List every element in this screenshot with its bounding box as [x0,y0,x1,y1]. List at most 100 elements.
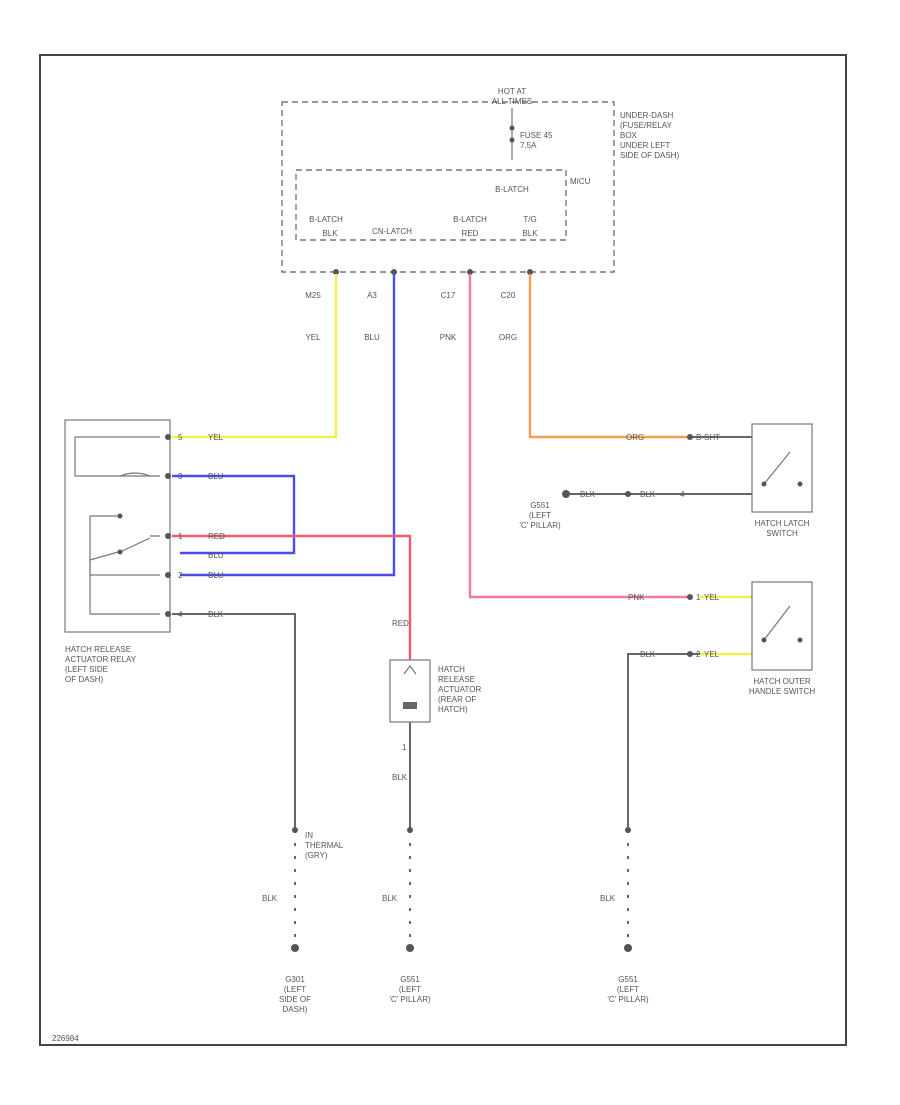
latch-pin-2: 4 [680,490,685,499]
latch-label-1: HATCH LATCH [755,519,810,528]
latch-wire-org: ORG [626,433,644,442]
ground-1-wire: BLK [262,894,278,903]
thermal-label-2: THERMAL [305,841,344,850]
wire-outer-ground [627,653,700,830]
hot-at-text: HOT AT [498,87,526,96]
relay-wire-blk: BLK [208,610,224,619]
relay-common-path [89,551,160,615]
location-line-5: SIDE OF DASH) [620,151,679,160]
ground-3-line-1: (LEFT [617,985,639,994]
location-line-2: (FUSE/RELAY [620,121,673,130]
ground-2-wire: BLK [382,894,398,903]
relay-label-4: OF DASH) [65,675,104,684]
relay-contact-path [89,515,160,576]
latch-mid-dot [625,491,631,497]
fuse-relay-box: HOT AT ALL TIMES FUSE 45 7.5A UNDER-DASH… [281,87,679,275]
relay-pin-3-dot [165,473,171,479]
relay-coil-path [74,436,160,477]
outer-pin-2-dot [687,651,693,657]
conn-dot-4 [527,269,533,275]
wire-red [172,534,412,660]
conn-dot-1 [333,269,339,275]
micu-pin-2: CN-LATCH [372,227,412,236]
thermal-label-1: IN [305,831,313,840]
all-times-text: ALL TIMES [492,97,532,106]
actuator-label-5: HATCH) [438,705,468,714]
relay-wire-yel: YEL [208,433,224,442]
latch-pivot [761,481,767,487]
actuator-label-4: (REAR OF [438,695,476,704]
outer-wire-yel-1: YEL [704,593,720,602]
micu-pin-1: B-LATCH [309,215,343,224]
relay-switch-arm [119,537,151,553]
outer-wire-blk: BLK [640,650,656,659]
relay-box [64,419,171,633]
ground-1-line-2: SIDE OF [279,995,311,1004]
outer-switch-box [751,581,813,671]
wire-blue-main [180,274,396,577]
relay-pin-4: 4 [178,610,183,619]
ground-mid-2: 'C' PILLAR) [519,521,561,530]
wire-blue-loop [172,474,296,555]
hatch-release-actuator: RED 1 BLK HATCH RELEASE ACTUATOR (REAR O… [389,619,481,782]
latch-pin-1-dot [687,434,693,440]
micu-pin-3: B-LATCH [453,215,487,224]
thermal-label-3: (GRY) [305,851,328,860]
ground-1-line-3: DASH) [283,1005,308,1014]
conn-dot-2 [391,269,397,275]
relay-pivot [117,549,123,555]
relay-pin-4-dot [165,611,171,617]
outer-switch-arm [763,605,791,641]
ground-3-dot [624,944,632,952]
outer-contact [797,637,803,643]
micu-inner-label: B-LATCH [495,185,529,194]
actuator-label-1: HATCH [438,665,465,674]
fuse-terminal-bottom [509,137,515,143]
micu-pin-4-conn: BLK [522,229,538,238]
wire-yellow [172,274,338,439]
connector-m25: M25 [305,291,321,300]
connector-c17: C17 [441,291,456,300]
wire-label-blu-top: BLU [364,333,380,342]
conn-dot-3 [467,269,473,275]
relay-pin-3: 3 [178,472,183,481]
wire-pink [468,274,690,599]
actuator-pin: 1 [402,743,407,752]
hatch-outer-handle-switch: PNK 1 YEL BLK 2 YEL HATCH OUTER HANDLE S… [628,581,815,696]
ground-2-dot [406,944,414,952]
outer-label-2: HANDLE SWITCH [749,687,815,696]
wire-orange [528,274,690,439]
ground-mid-id: G551 [530,501,550,510]
micu-outline [295,169,567,241]
connector-c20: C20 [501,291,516,300]
ground-g551-dot [562,490,570,498]
latch-switch-box [751,423,813,513]
latch-pin-1: B-SHT [696,433,720,442]
hatch-latch-switch: ORG B-SHT BLK BLK 4 G551 (LEFT 'C' PILLA… [519,423,813,538]
actuator-coil [403,702,417,709]
wire-relay-ground [172,613,296,830]
fuse-terminal-top [509,125,515,131]
diagram-code: 226984 [52,1034,79,1043]
ground-1-id: G301 [285,975,305,984]
outer-pin-2: 2 [696,650,701,659]
diagram-frame [39,54,847,1046]
ground-3-wire: BLK [600,894,616,903]
ground-2-id: G551 [400,975,420,984]
actuator-label-2: RELEASE [438,675,475,684]
relay-wire-blu-3: BLU [208,571,224,580]
latch-label-2: SWITCH [766,529,798,538]
relay-ground-junction [292,827,298,833]
ground-3-id: G551 [618,975,638,984]
relay-label-2: ACTUATOR RELAY [65,655,137,664]
outer-label-1: HATCH OUTER [753,677,810,686]
relay-wire-blu-2: BLU [208,551,224,560]
connector-a3: A3 [367,291,377,300]
outer-wire-yel-2: YEL [704,650,720,659]
relay-no-contact [117,513,123,519]
wire-label-org-top: ORG [499,333,517,342]
micu-label: MICU [570,177,591,186]
wire-label-pnk-top: PNK [440,333,457,342]
fuse-box-outline [281,101,615,273]
